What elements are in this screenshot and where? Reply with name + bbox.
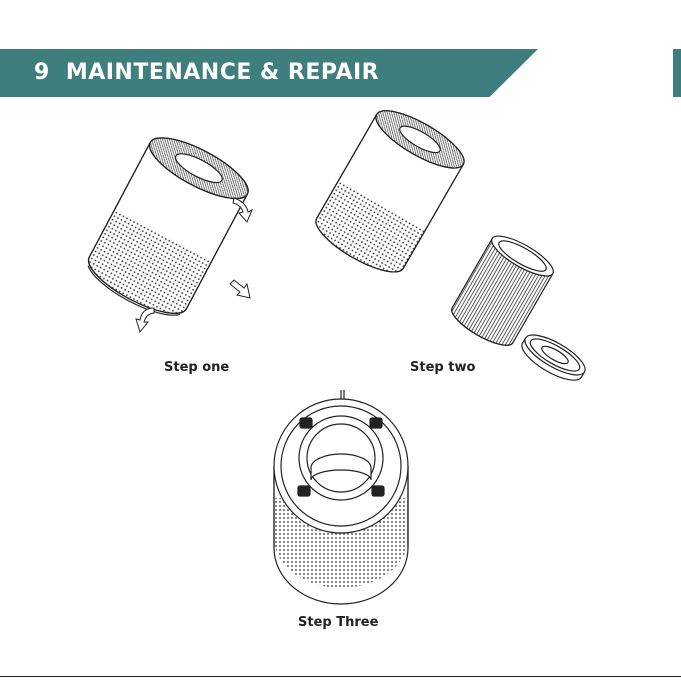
step-three-caption: Step Three: [298, 615, 378, 631]
bottom-rule: [0, 676, 681, 677]
step-two-illustration: [300, 110, 590, 385]
step-three-illustration: [262, 388, 420, 606]
step-one-illustration: [56, 120, 276, 340]
section-title: 9 MAINTENANCE & REPAIR: [34, 59, 379, 87]
pull-arrow-icon: [230, 280, 250, 298]
step-one-caption: Step one: [164, 360, 229, 376]
section-number: 9: [34, 60, 50, 85]
banner-edge-accent: [673, 49, 681, 97]
section-title-text: MAINTENANCE & REPAIR: [66, 60, 379, 85]
step-two-caption: Step two: [410, 360, 475, 376]
